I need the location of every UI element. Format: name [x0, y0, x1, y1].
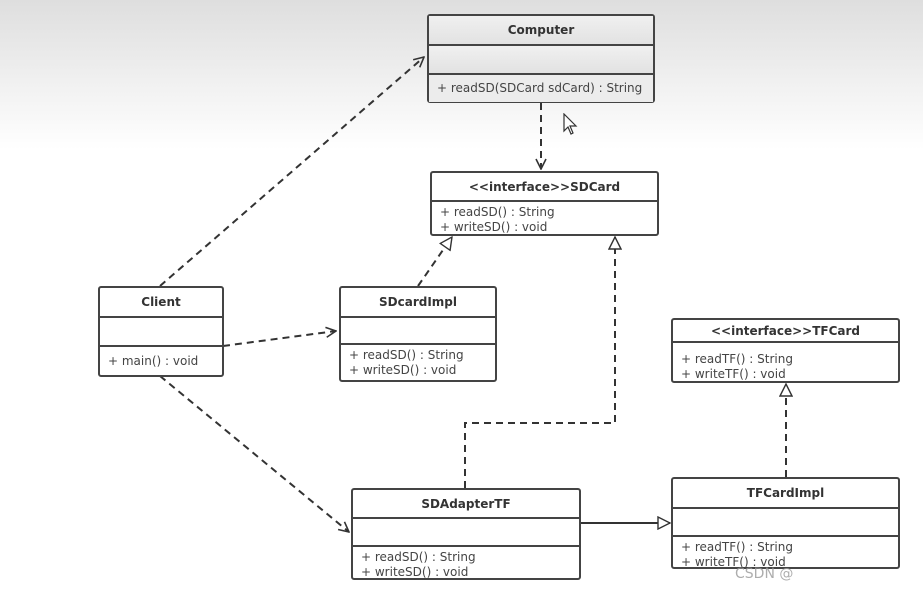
class-title: <<interface>>SDCard — [432, 173, 657, 202]
method: + readSD() : String — [361, 550, 476, 564]
class-title: Computer — [429, 16, 653, 46]
class-computer[interactable]: Computer + readSD(SDCard sdCard) : Strin… — [427, 14, 655, 103]
class-attributes — [673, 509, 898, 537]
method: + readTF() : String — [681, 352, 793, 366]
method: + writeSD() : void — [361, 565, 469, 579]
method: + readSD(SDCard sdCard) : String — [437, 81, 643, 95]
class-attributes — [100, 318, 222, 347]
class-attributes — [429, 46, 653, 75]
method: + readTF() : String — [681, 540, 793, 554]
dependency-client-sdadaptertf — [159, 375, 349, 532]
class-tfcard-interface[interactable]: <<interface>>TFCard + readTF() : String … — [671, 318, 900, 383]
class-sdcard-interface[interactable]: <<interface>>SDCard + readSD() : String … — [430, 171, 659, 236]
dependency-client-sdcardimpl — [222, 331, 336, 347]
method: + writeTF() : void — [681, 555, 786, 569]
method: + writeTF() : void — [681, 367, 786, 381]
class-client[interactable]: Client + main() : void — [98, 286, 224, 377]
method: + readSD() : String — [440, 205, 555, 219]
method: + main() : void — [108, 354, 199, 368]
realization-sdcardimpl-sdcard — [417, 237, 452, 287]
class-title: TFCardImpl — [673, 479, 898, 509]
mouse-cursor-icon — [563, 112, 579, 141]
class-sdcardimpl[interactable]: SDcardImpl + readSD() : String + writeSD… — [339, 286, 497, 382]
method: + writeSD() : void — [440, 220, 548, 234]
class-title: SDcardImpl — [341, 288, 495, 318]
class-attributes — [353, 519, 579, 547]
class-title: <<interface>>TFCard — [673, 320, 898, 343]
watermark: CSDN @ — [735, 566, 794, 582]
class-title: Client — [100, 288, 222, 318]
class-attributes — [341, 318, 495, 345]
class-tfcardimpl[interactable]: TFCardImpl + readTF() : String + writeTF… — [671, 477, 900, 569]
method: + readSD() : String — [349, 348, 464, 362]
class-title: SDAdapterTF — [353, 490, 579, 519]
class-sdadaptertf[interactable]: SDAdapterTF + readSD() : String + writeS… — [351, 488, 581, 580]
dependency-client-computer — [159, 57, 424, 287]
method: + writeSD() : void — [349, 363, 457, 377]
